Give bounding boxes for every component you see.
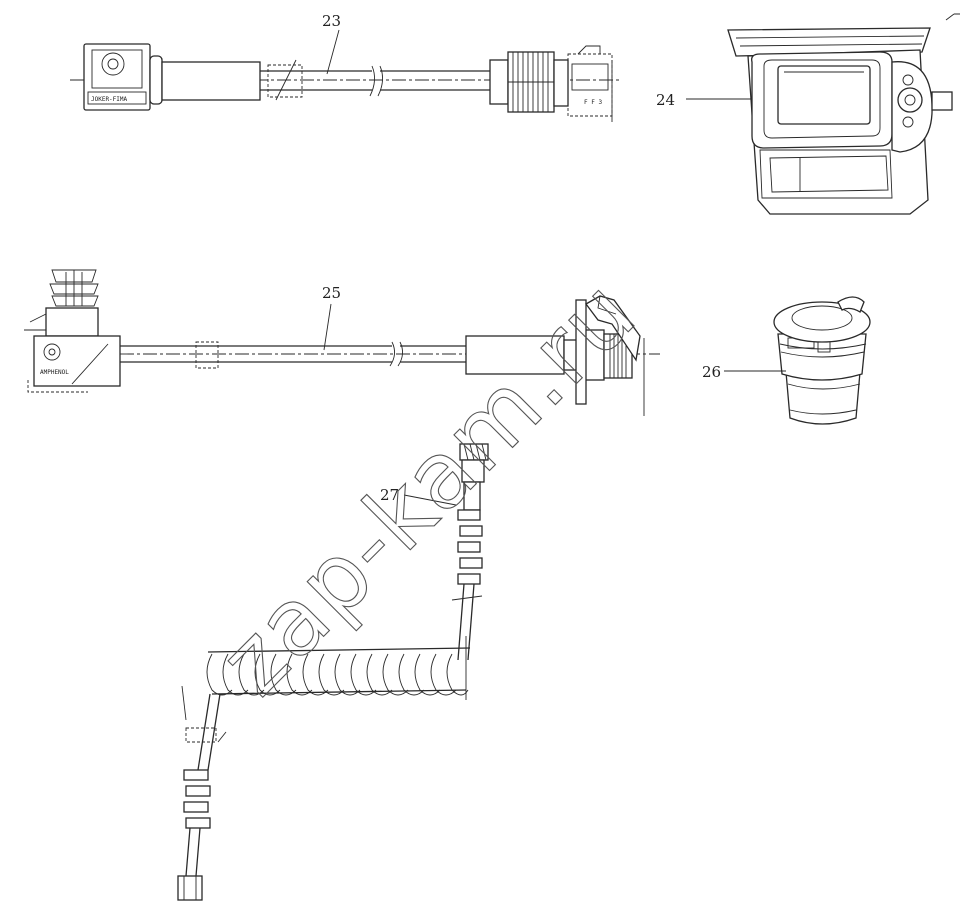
- callout-23: 23: [322, 12, 341, 30]
- callout-27: 27: [380, 486, 399, 504]
- callout-24: 24: [656, 91, 675, 109]
- part-24-camera: [727, 13, 960, 215]
- svg-text:F F 3: F F 3: [584, 99, 602, 106]
- part-26-cap: [773, 296, 871, 425]
- connector-25-marking: AMPHENOL: [40, 369, 69, 376]
- part-25-cable: AMPHENOL: [24, 269, 660, 416]
- watermark-text: zap-kam.ru: [200, 259, 657, 716]
- part-23-cable: JOKER-FIMA F F 3: [70, 43, 620, 122]
- callout-25: 25: [322, 284, 341, 302]
- connector-23-marking: JOKER-FIMA: [91, 96, 128, 103]
- callout-26: 26: [702, 363, 721, 381]
- part-27-coiled-cable: [177, 443, 489, 901]
